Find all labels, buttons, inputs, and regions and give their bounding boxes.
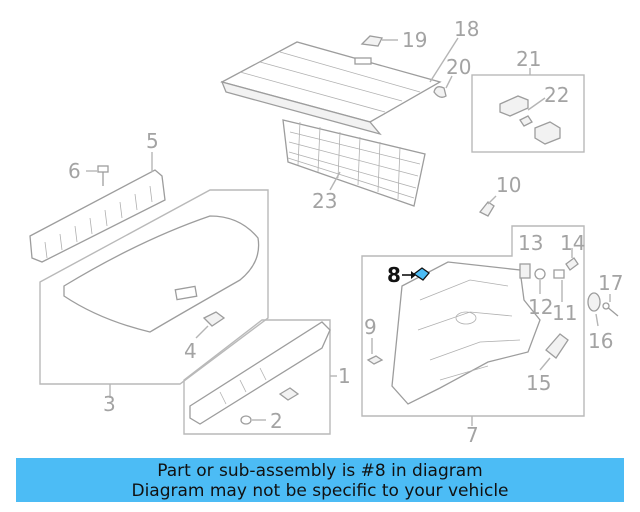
cover-part-15 [539, 333, 569, 371]
clip-part-13 [519, 263, 531, 279]
hook-part-19 [360, 35, 398, 47]
callout-20: 20 [446, 55, 471, 79]
callout-17: 17 [598, 271, 623, 295]
callout-3: 3 [103, 392, 116, 416]
callout-19: 19 [402, 28, 427, 52]
callout-21: 21 [516, 47, 541, 71]
callout-labels: 1 2 3 4 5 6 7 8 9 10 11 12 13 14 15 16 1… [68, 17, 623, 447]
quarter-trim-box [361, 225, 585, 426]
cargo-net [282, 119, 426, 207]
callout-6: 6 [68, 159, 81, 183]
clip-part-16 [587, 292, 601, 327]
callout-23: 23 [312, 189, 337, 213]
banner-line-2: Diagram may not be specific to your vehi… [131, 481, 509, 501]
fastener-kit-box [471, 68, 585, 153]
callout-12: 12 [528, 295, 553, 319]
callout-16: 16 [588, 329, 613, 353]
callout-13: 13 [518, 231, 543, 255]
info-banner: Part or sub-assembly is #8 in diagram Di… [16, 458, 624, 502]
clip-part-10 [478, 195, 497, 217]
banner-line-1: Part or sub-assembly is #8 in diagram [157, 461, 483, 481]
callout-22: 22 [544, 83, 569, 107]
bolt-part-17 [602, 294, 619, 317]
callout-9: 9 [364, 315, 377, 339]
clip-part-14 [565, 248, 579, 271]
callout-4: 4 [184, 339, 197, 363]
callout-1: 1 [338, 364, 351, 388]
callout-2: 2 [270, 409, 283, 433]
clip-part-8-highlighted[interactable] [402, 267, 430, 281]
clip-part-20 [433, 75, 453, 98]
parts-diagram: 1 2 3 4 5 6 7 8 9 10 11 12 13 14 15 16 1… [29, 17, 623, 447]
clip-part-4 [195, 311, 226, 339]
bolt-part-11 [553, 269, 565, 302]
clip-part-2 [240, 415, 266, 425]
callout-7: 7 [466, 423, 479, 447]
floor-board-box [39, 189, 269, 398]
callout-18: 18 [454, 17, 479, 41]
tonneau-cover [220, 37, 459, 136]
side-garnish-panel [29, 152, 166, 263]
callout-8: 8 [387, 263, 401, 287]
callout-5: 5 [146, 129, 159, 153]
callout-11: 11 [552, 301, 577, 325]
sill-plate-box [183, 319, 337, 435]
clip-part-12 [534, 268, 546, 294]
clip-part-9 [366, 338, 384, 365]
bolt-part-6 [86, 165, 109, 186]
callout-14: 14 [560, 231, 585, 255]
callout-10: 10 [496, 173, 521, 197]
callout-15: 15 [526, 371, 551, 395]
